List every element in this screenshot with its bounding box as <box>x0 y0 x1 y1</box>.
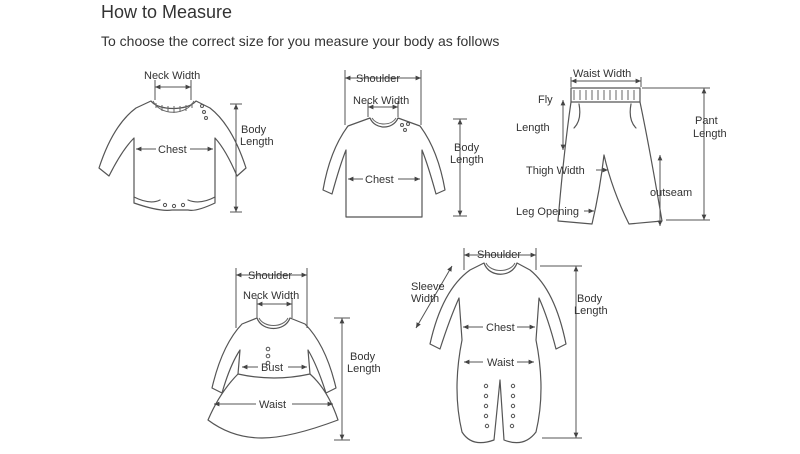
dress-body-length-label-2: Length <box>347 363 381 375</box>
dress-measurements <box>214 268 350 441</box>
romper-sleeve-width-label-2: Width <box>411 293 439 305</box>
dress-bust-label: Bust <box>261 362 283 374</box>
bodysuit-measurements <box>136 80 242 213</box>
bodysuit-neck-width-label: Neck Width <box>144 70 200 82</box>
page-title: How to Measure <box>101 2 233 22</box>
tshirt-measurements <box>344 70 467 217</box>
dress-shoulder-label: Shoulder <box>248 270 292 282</box>
tshirt-shoulder-label: Shoulder <box>356 73 400 85</box>
pants-measurements <box>560 77 710 226</box>
romper-chest-label: Chest <box>486 322 515 334</box>
romper-waist-label: Waist <box>487 357 514 369</box>
tshirt-chest-label: Chest <box>365 174 394 186</box>
romper-body-length-label-1: Body <box>577 293 603 305</box>
tshirt-neck-width-label: Neck Width <box>353 95 409 107</box>
pants-fly-length-label-1: Fly <box>538 94 553 106</box>
pants-waist-width-label: Waist Width <box>573 68 631 80</box>
pants-figure <box>557 87 663 225</box>
bodysuit-figure <box>98 100 247 211</box>
romper-sleeve-width-label-1: Sleeve <box>411 281 445 293</box>
tshirt-figure <box>322 117 446 218</box>
dress-body-length-label-1: Body <box>350 351 376 363</box>
pants-fly-length-label-2: Length <box>516 122 550 134</box>
dress-waist-label: Waist <box>259 399 286 411</box>
romper-measurements <box>415 248 582 439</box>
tshirt-body-length-label-2: Length <box>450 154 484 166</box>
romper-shoulder-label: Shoulder <box>477 249 521 261</box>
romper-body-length-label-2: Length <box>574 305 608 317</box>
bodysuit-body-length-label-2: Length <box>240 136 274 148</box>
bodysuit-body-length-label-1: Body <box>241 124 267 136</box>
tshirt-body-length-label-1: Body <box>454 142 480 154</box>
dress-neck-width-label: Neck Width <box>243 290 299 302</box>
pants-pant-length-label-1: Pant <box>695 115 718 127</box>
page-subtitle: To choose the correct size for you measu… <box>101 33 500 49</box>
bodysuit-chest-label: Chest <box>158 144 187 156</box>
romper-figure <box>429 262 567 444</box>
dress-figure <box>207 317 339 439</box>
pants-outseam-label: outseam <box>650 187 692 199</box>
pants-pant-length-label-2: Length <box>693 128 727 140</box>
pants-leg-opening-label: Leg Opening <box>516 206 579 218</box>
pants-thigh-width-label: Thigh Width <box>526 165 585 177</box>
